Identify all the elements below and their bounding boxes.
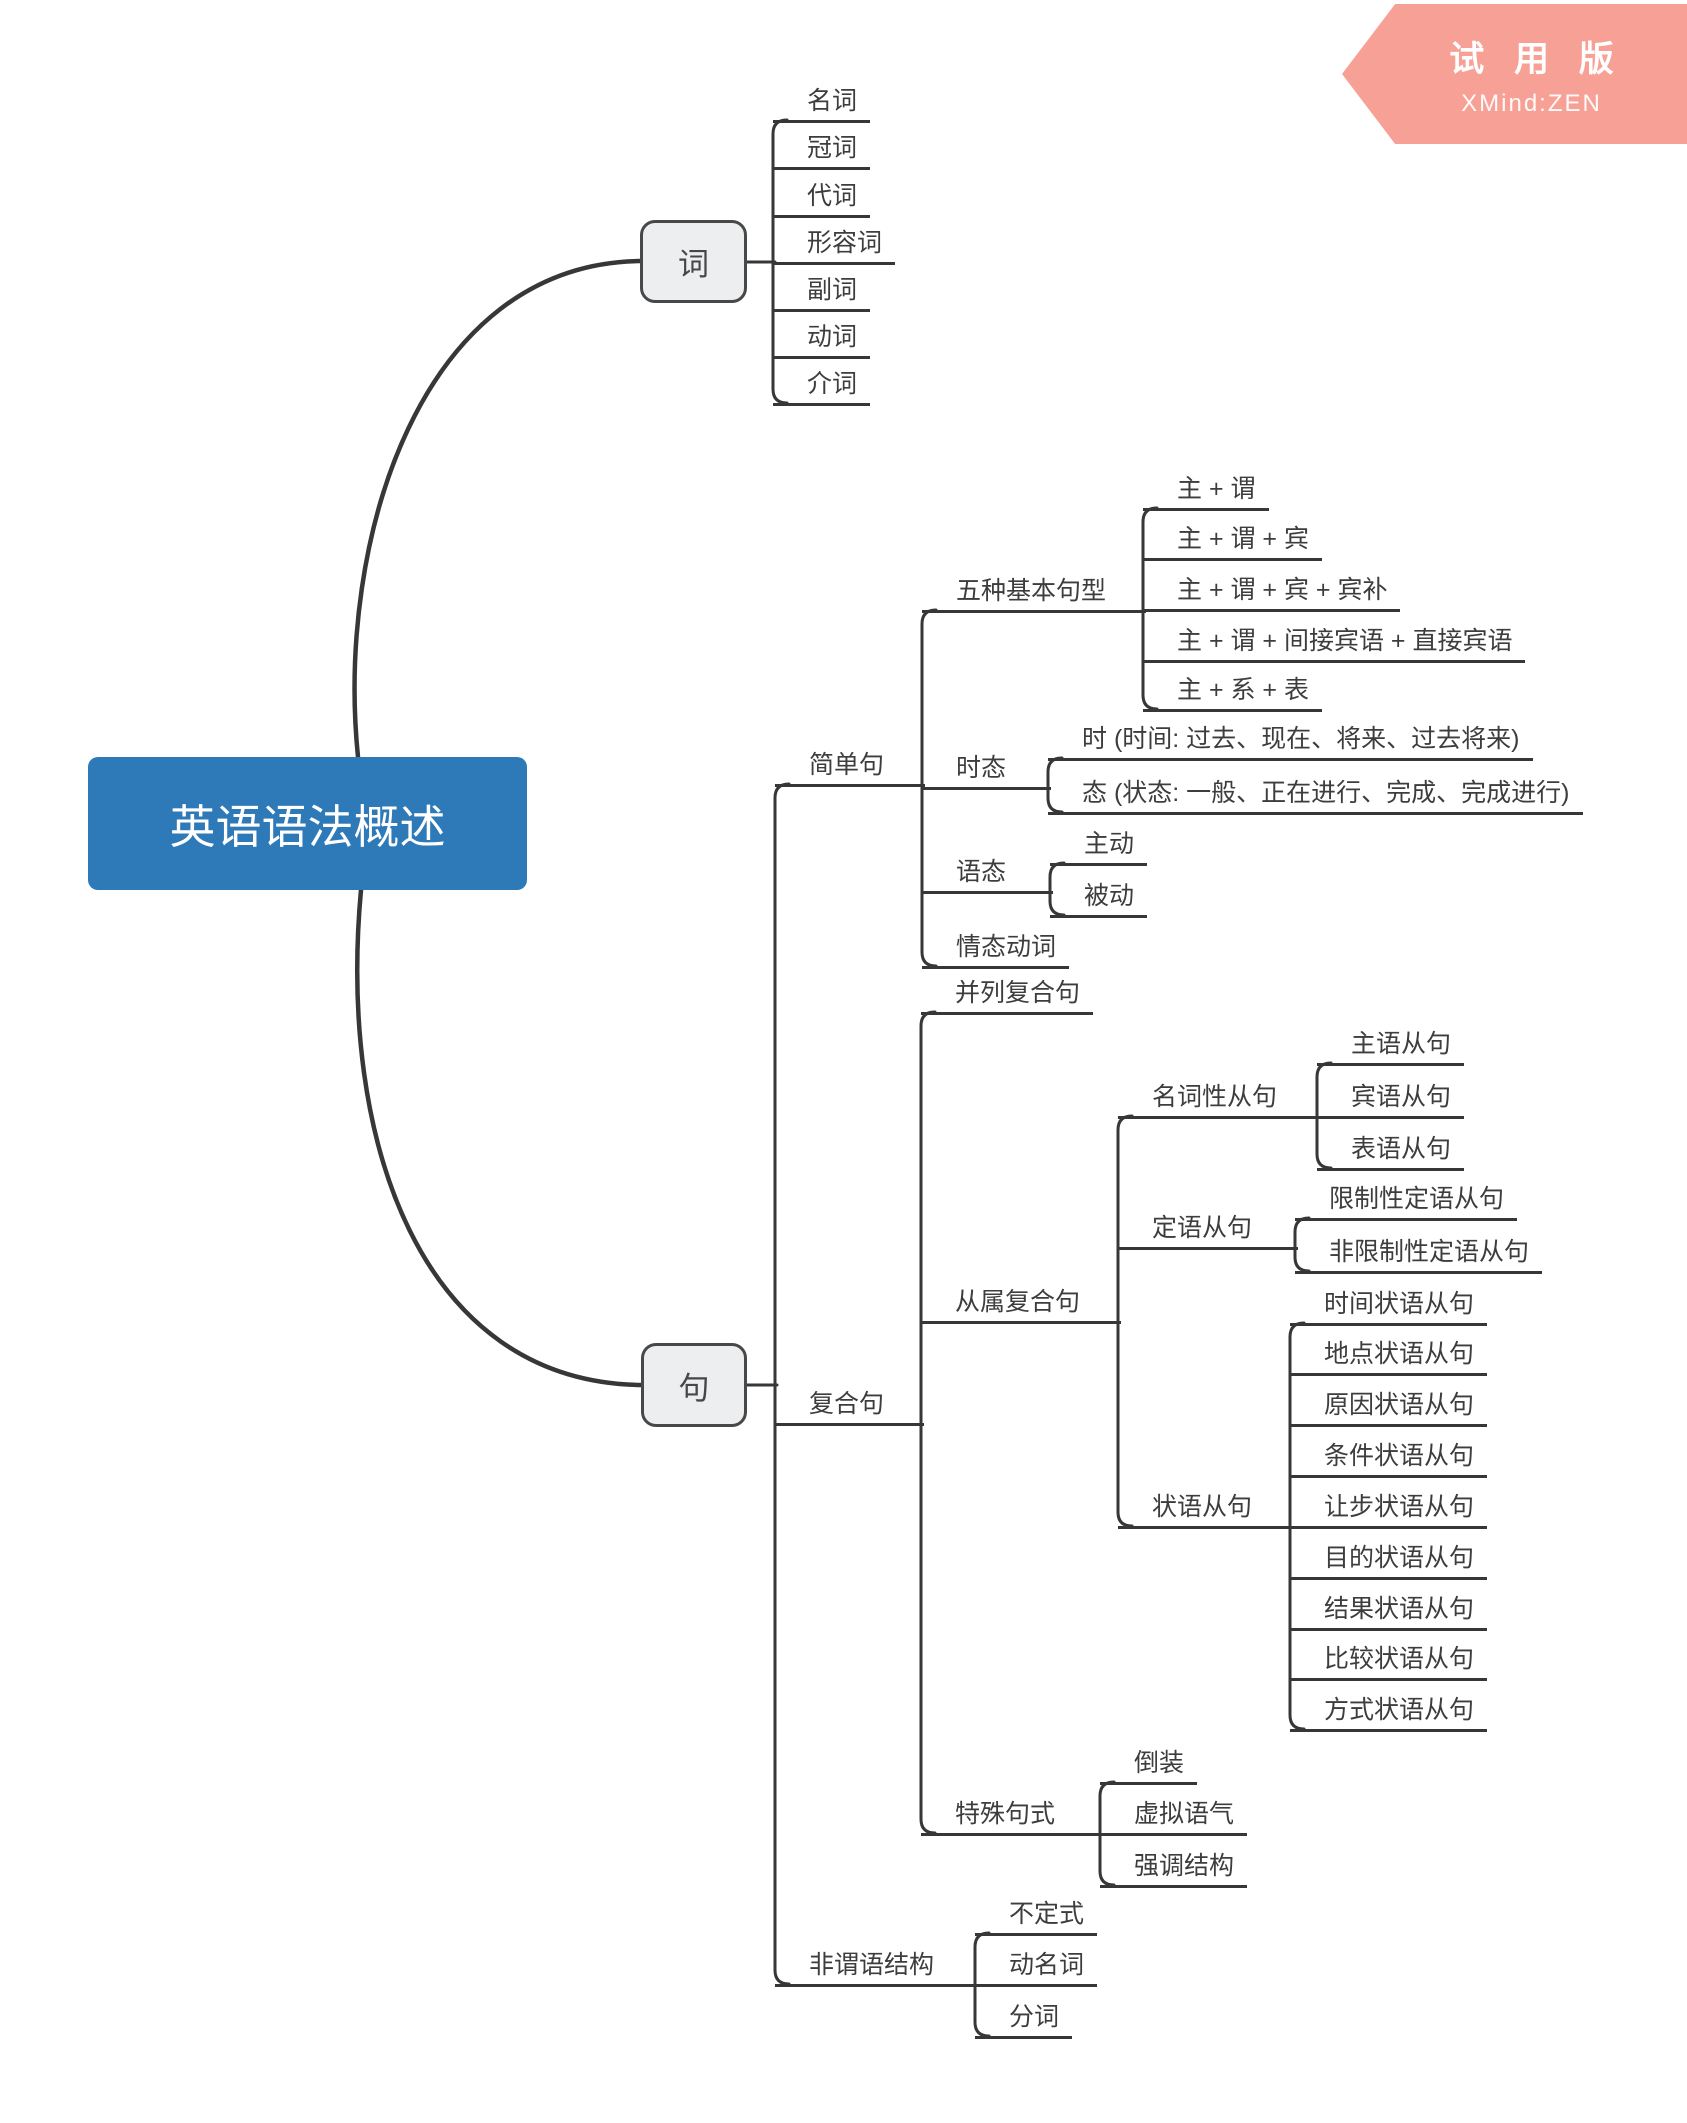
topic-pattern-svo[interactable]: 主 + 谓 + 宾 [1143,521,1322,561]
topic-modal-verb[interactable]: 情态动词 [922,929,1070,969]
topic-pronoun[interactable]: 代词 [773,178,871,218]
topic-article[interactable]: 冠词 [773,130,871,170]
topic-simple-sentence[interactable]: 简单句 [775,747,925,787]
topic-pattern-sv[interactable]: 主 + 谓 [1143,471,1269,511]
topic-condition-adverbial[interactable]: 条件状语从句 [1290,1438,1488,1478]
topic-participle[interactable]: 分词 [975,1999,1073,2039]
topic-object-clause[interactable]: 宾语从句 [1317,1079,1465,1119]
topic-result-adverbial[interactable]: 结果状语从句 [1290,1591,1488,1631]
topic-verb[interactable]: 动词 [773,319,871,359]
topic-comparison-adverbial[interactable]: 比较状语从句 [1290,1641,1488,1681]
topic-sentence[interactable]: 句 [641,1343,747,1427]
topic-restrictive-attributive[interactable]: 限制性定语从句 [1295,1181,1518,1221]
topic-word[interactable]: 词 [640,220,747,303]
root-topic[interactable]: 英语语法概述 [88,757,527,890]
topic-compound-sentence[interactable]: 复合句 [775,1386,924,1426]
topic-pattern-svoc[interactable]: 主 + 谓 + 宾 + 宾补 [1143,572,1401,612]
topic-infinitive[interactable]: 不定式 [975,1896,1098,1936]
topic-manner-adverbial[interactable]: 方式状语从句 [1290,1692,1488,1732]
topic-emphasis[interactable]: 强调结构 [1100,1848,1248,1888]
topic-special-patterns[interactable]: 特殊句式 [921,1796,1103,1836]
topic-attributive-clause[interactable]: 定语从句 [1118,1210,1298,1250]
topic-subjunctive[interactable]: 虚拟语气 [1100,1796,1248,1836]
topic-inversion[interactable]: 倒装 [1100,1745,1198,1785]
topic-tense-time[interactable]: 时 (时间: 过去、现在、将来、过去将来) [1048,721,1533,761]
topic-noun-clause[interactable]: 名词性从句 [1118,1079,1320,1119]
topic-five-basic-patterns[interactable]: 五种基本句型 [922,573,1146,613]
topic-tense-aspect[interactable]: 态 (状态: 一般、正在进行、完成、完成进行) [1048,775,1583,815]
connector-line [352,258,643,760]
topic-coordinate-compound[interactable]: 并列复合句 [921,975,1094,1015]
topic-tense[interactable]: 时态 [922,750,1051,790]
topic-predicative-clause[interactable]: 表语从句 [1317,1131,1465,1171]
topic-time-adverbial[interactable]: 时间状语从句 [1290,1286,1488,1326]
connector-line [355,887,644,1388]
trial-badge: 试 用 版 XMind:ZEN [1342,4,1687,144]
xmind-zen-logo-text: XMind:ZEN [1461,89,1602,117]
topic-non-restrictive-attributive[interactable]: 非限制性定语从句 [1295,1234,1543,1274]
topic-non-finite[interactable]: 非谓语结构 [775,1947,978,1987]
topic-concession-adverbial[interactable]: 让步状语从句 [1290,1489,1488,1529]
topic-pattern-svp[interactable]: 主 + 系 + 表 [1143,672,1322,712]
topic-place-adverbial[interactable]: 地点状语从句 [1290,1336,1488,1376]
topic-subordinate-compound[interactable]: 从属复合句 [921,1284,1121,1324]
topic-passive-voice[interactable]: 被动 [1050,878,1148,918]
topic-adjective[interactable]: 形容词 [773,225,896,265]
topic-adverbial-clause[interactable]: 状语从句 [1118,1489,1293,1529]
topic-gerund[interactable]: 动名词 [975,1947,1098,1987]
trial-badge-title: 试 用 版 [1449,39,1624,79]
topic-adverb[interactable]: 副词 [773,272,871,312]
topic-purpose-adverbial[interactable]: 目的状语从句 [1290,1540,1488,1580]
topic-voice[interactable]: 语态 [922,854,1053,894]
topic-reason-adverbial[interactable]: 原因状语从句 [1290,1387,1488,1427]
topic-pattern-svoo[interactable]: 主 + 谓 + 间接宾语 + 直接宾语 [1143,623,1526,663]
topic-preposition[interactable]: 介词 [773,366,871,406]
topic-noun[interactable]: 名词 [773,83,871,123]
topic-active-voice[interactable]: 主动 [1050,826,1148,866]
topic-subject-clause[interactable]: 主语从句 [1317,1026,1465,1066]
